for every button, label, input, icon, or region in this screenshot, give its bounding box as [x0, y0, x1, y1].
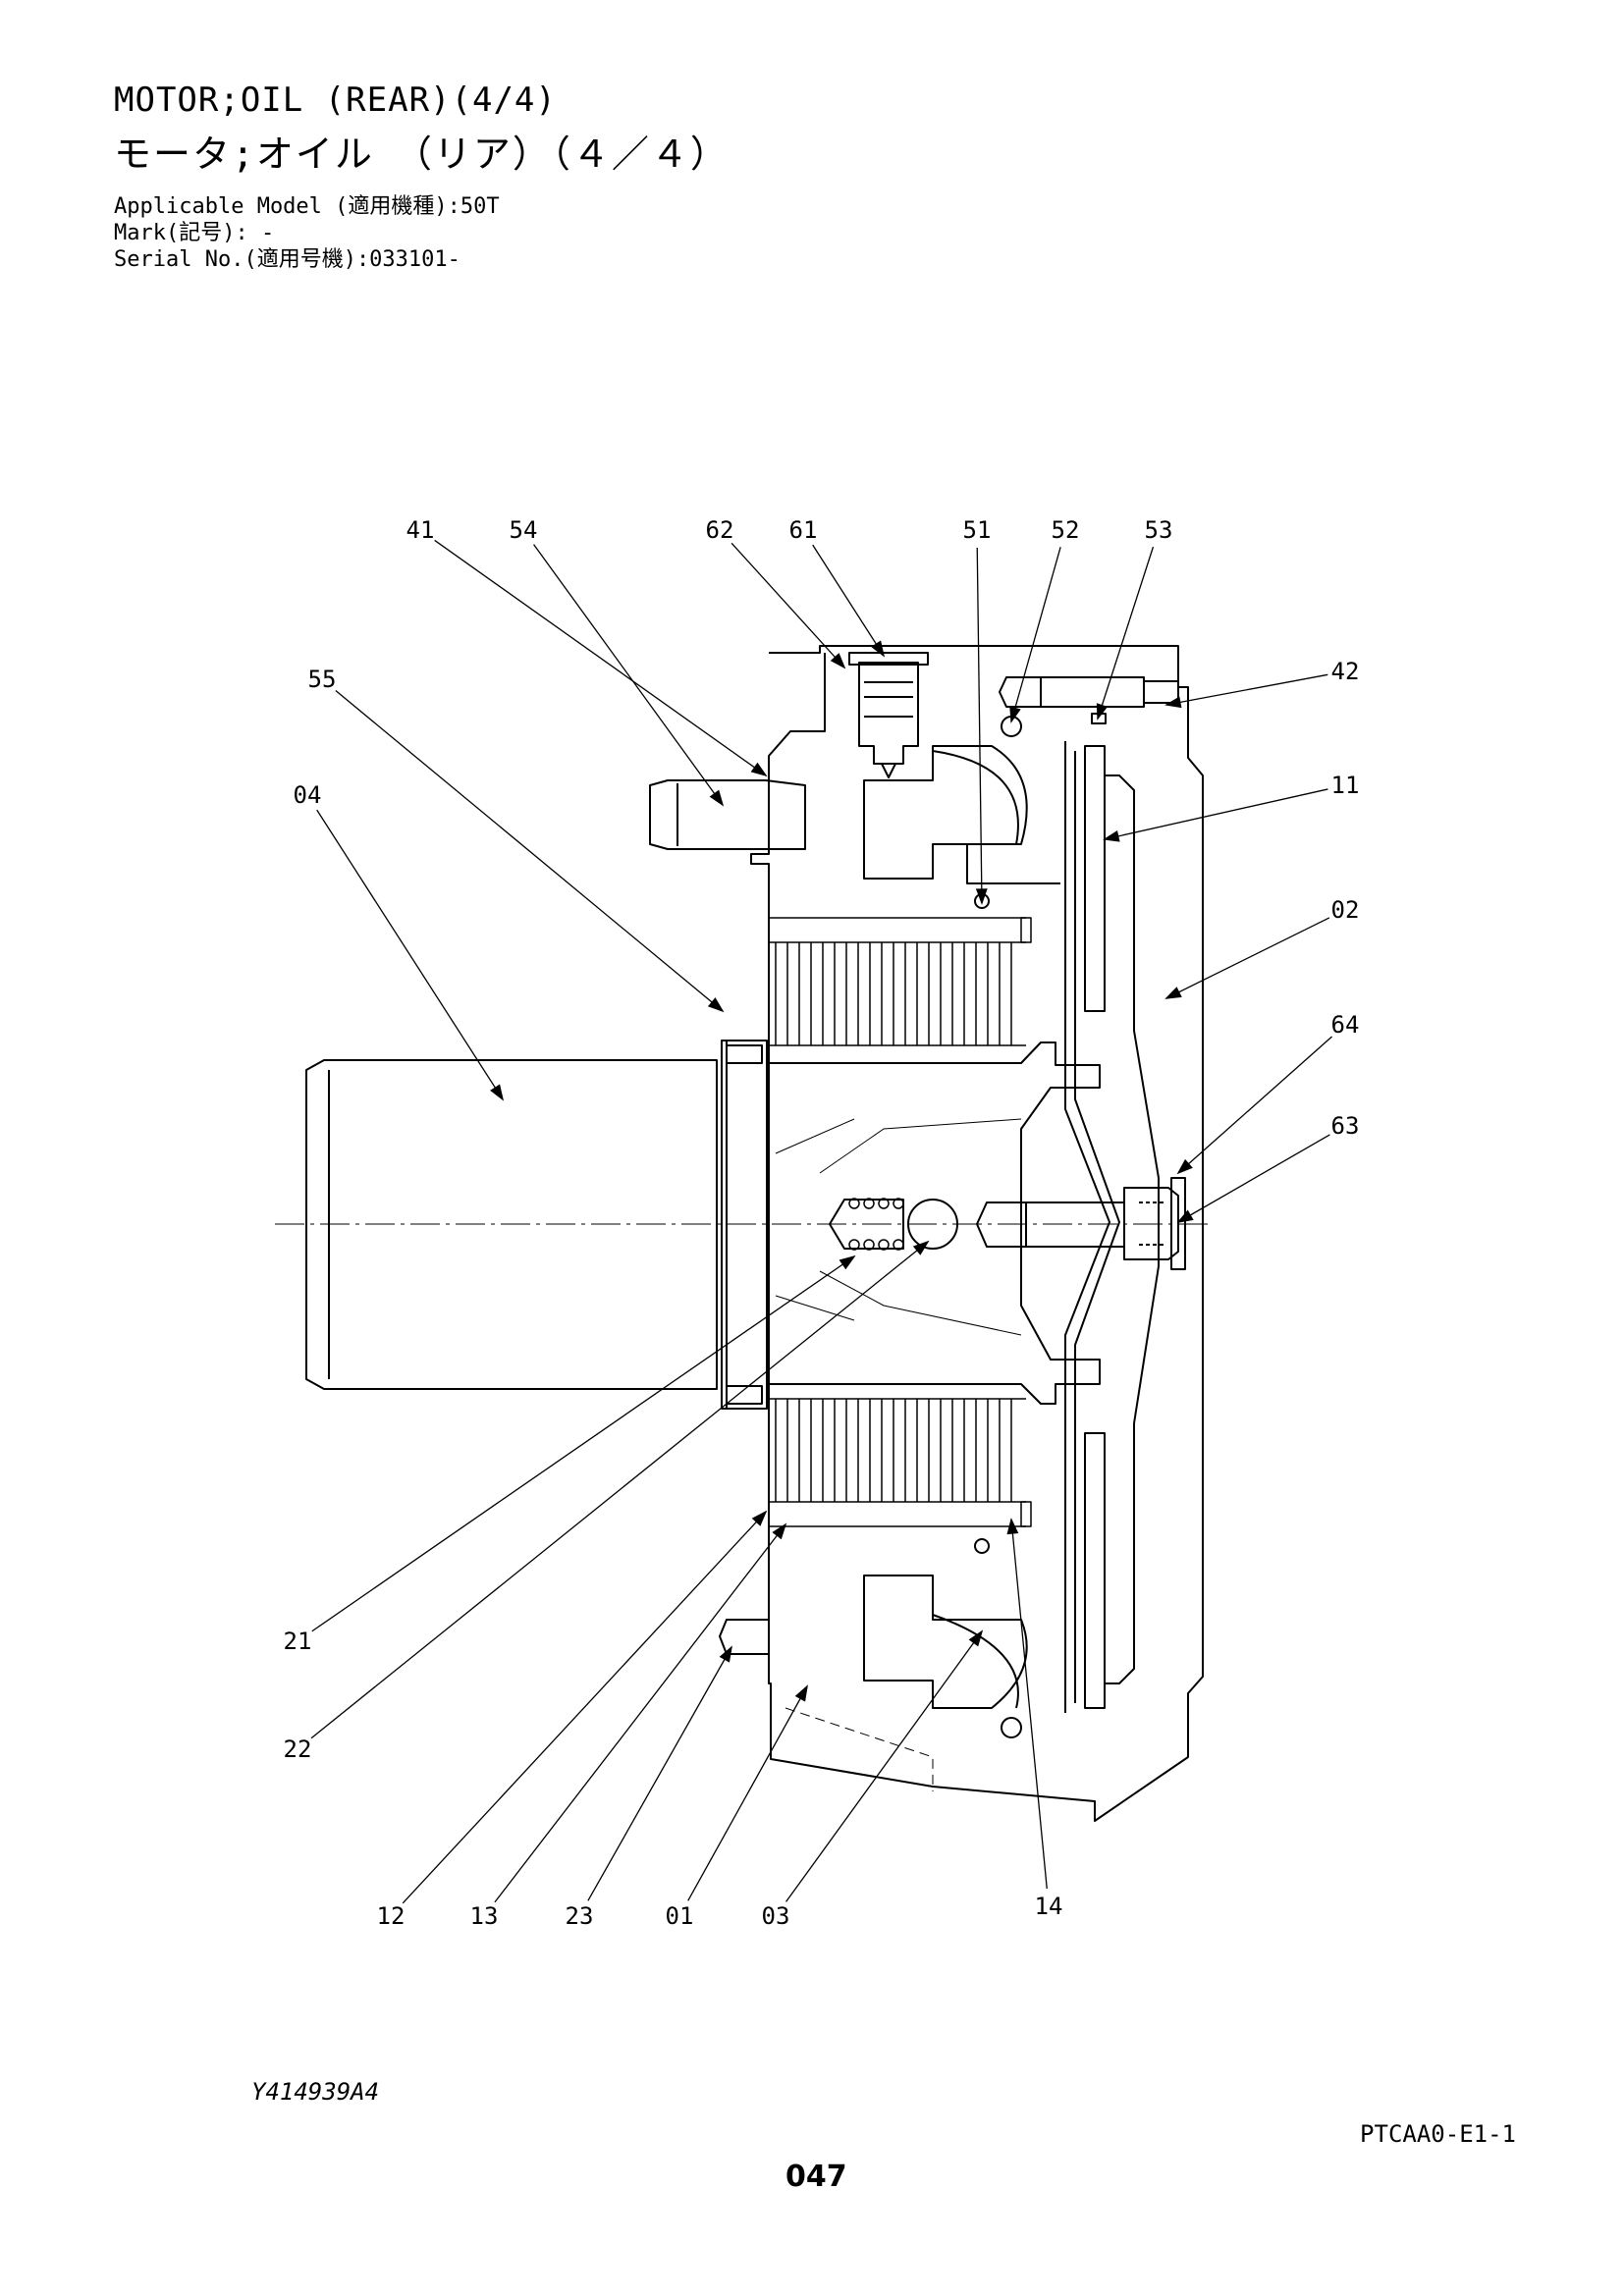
leader-line-52	[1010, 547, 1061, 722]
arrowhead-02	[1164, 987, 1182, 999]
output-shaft	[305, 1059, 718, 1390]
housing-inner-outline	[750, 653, 826, 923]
callout-leaders	[310, 539, 1332, 1904]
spline-teeth-upper	[769, 917, 1032, 1046]
callout-label-51: 51	[963, 516, 992, 544]
callout-labels: 41 54 62 61 51 52 53 42 11 02 64 63 55 04 21 22 12 13 23 01…	[284, 516, 1360, 1930]
leader-line-21	[311, 1255, 855, 1632]
callout-label-01: 01	[666, 1902, 694, 1930]
seal-ring-55	[721, 1040, 768, 1410]
arrowhead-22	[912, 1240, 930, 1255]
callout-label-04: 04	[294, 781, 322, 809]
arrowhead-04	[490, 1084, 505, 1101]
drawing-number: Y414939A4	[251, 2078, 380, 2106]
relief-valve-61	[858, 662, 919, 765]
callout-label-42: 42	[1331, 658, 1360, 685]
mark: Mark(記号): -	[114, 221, 275, 245]
pin-23	[719, 1619, 770, 1655]
callout-label-11: 11	[1331, 772, 1360, 799]
leader-line-42	[1165, 673, 1328, 706]
callout-label-61: 61	[789, 516, 818, 544]
spline-teeth-lower	[769, 1398, 1032, 1527]
leader-line-02	[1165, 917, 1330, 999]
leader-line-63	[1177, 1134, 1330, 1223]
arrowhead-13	[772, 1522, 787, 1540]
left-boss	[649, 779, 806, 850]
leader-line-41	[434, 539, 767, 776]
callout-label-64: 64	[1331, 1011, 1360, 1039]
leader-line-53	[1097, 546, 1155, 720]
callout-label-14: 14	[1035, 1893, 1063, 1920]
callout-label-53: 53	[1145, 516, 1173, 544]
exploded-drawing	[275, 645, 1208, 1822]
arrowhead-62	[830, 653, 846, 669]
arrowhead-42	[1164, 696, 1182, 709]
cylinder-block	[769, 1041, 1101, 1405]
callout-label-02: 02	[1331, 896, 1360, 924]
arrowhead-51	[975, 888, 988, 905]
leader-line-11	[1104, 788, 1328, 840]
leader-line-13	[494, 1523, 786, 1903]
applicable-model: Applicable Model (適用機種):50T	[114, 194, 500, 219]
arrowhead-64	[1176, 1158, 1193, 1175]
callout-label-13: 13	[470, 1902, 499, 1930]
callout-label-22: 22	[284, 1735, 312, 1763]
title-english: MOTOR;OIL (REAR)(4/4)	[114, 80, 557, 120]
callout-label-55: 55	[308, 666, 337, 693]
arrowhead-52	[1009, 706, 1021, 723]
callout-label-63: 63	[1331, 1112, 1360, 1140]
callout-label-23: 23	[566, 1902, 594, 1930]
leader-line-12	[402, 1511, 767, 1904]
arrowhead-41	[750, 762, 768, 777]
leader-line-14	[1010, 1519, 1048, 1890]
arrowhead-63	[1176, 1209, 1194, 1223]
leader-line-61	[812, 544, 885, 657]
leader-line-03	[785, 1630, 983, 1902]
center-plug	[1123, 1187, 1179, 1260]
leader-line-55	[335, 689, 724, 1012]
center-pin	[976, 1201, 1125, 1248]
arrowhead-61	[871, 640, 886, 658]
arrowhead-11	[1103, 830, 1120, 842]
callout-label-54: 54	[510, 516, 538, 544]
callout-label-21: 21	[284, 1628, 312, 1655]
leader-line-62	[731, 542, 845, 668]
spring-22	[829, 1199, 904, 1250]
callout-label-03: 03	[762, 1902, 790, 1930]
arrowhead-12	[751, 1510, 768, 1526]
leader-line-51	[976, 547, 983, 904]
page-number: 047	[785, 2160, 847, 2194]
serial-number: Serial No.(適用号機):033101-	[114, 247, 460, 272]
callout-label-41: 41	[406, 516, 435, 544]
arrowhead-54	[709, 789, 725, 807]
piston-chamber-upper	[863, 745, 1028, 880]
arrowhead-14	[1006, 1518, 1019, 1535]
ball-21	[907, 1199, 958, 1250]
callout-label-12: 12	[377, 1902, 406, 1930]
callout-label-62: 62	[706, 516, 734, 544]
title-japanese: モータ;オイル （リア）（４／４）	[114, 133, 730, 176]
leader-line-64	[1177, 1036, 1332, 1174]
leader-line-23	[587, 1646, 732, 1901]
rear-cover-02	[1105, 774, 1160, 1684]
leader-line-22	[310, 1241, 929, 1739]
leader-line-04	[316, 809, 504, 1100]
arrowhead-23	[719, 1645, 732, 1663]
bolt-42	[999, 676, 1145, 708]
arrowhead-01	[794, 1684, 808, 1702]
leader-line-01	[687, 1685, 808, 1901]
document-code: PTCAA0-E1-1	[1360, 2120, 1516, 2148]
arrowhead-03	[968, 1629, 984, 1647]
arrowhead-21	[839, 1255, 856, 1270]
housing-outline	[768, 645, 1204, 1822]
arrowhead-53	[1096, 703, 1109, 721]
piston-chamber-lower	[863, 1575, 1028, 1709]
valve-plate-11	[1084, 745, 1106, 1012]
callout-label-52: 52	[1052, 516, 1080, 544]
leader-line-54	[533, 544, 724, 806]
arrowhead-55	[707, 997, 725, 1013]
